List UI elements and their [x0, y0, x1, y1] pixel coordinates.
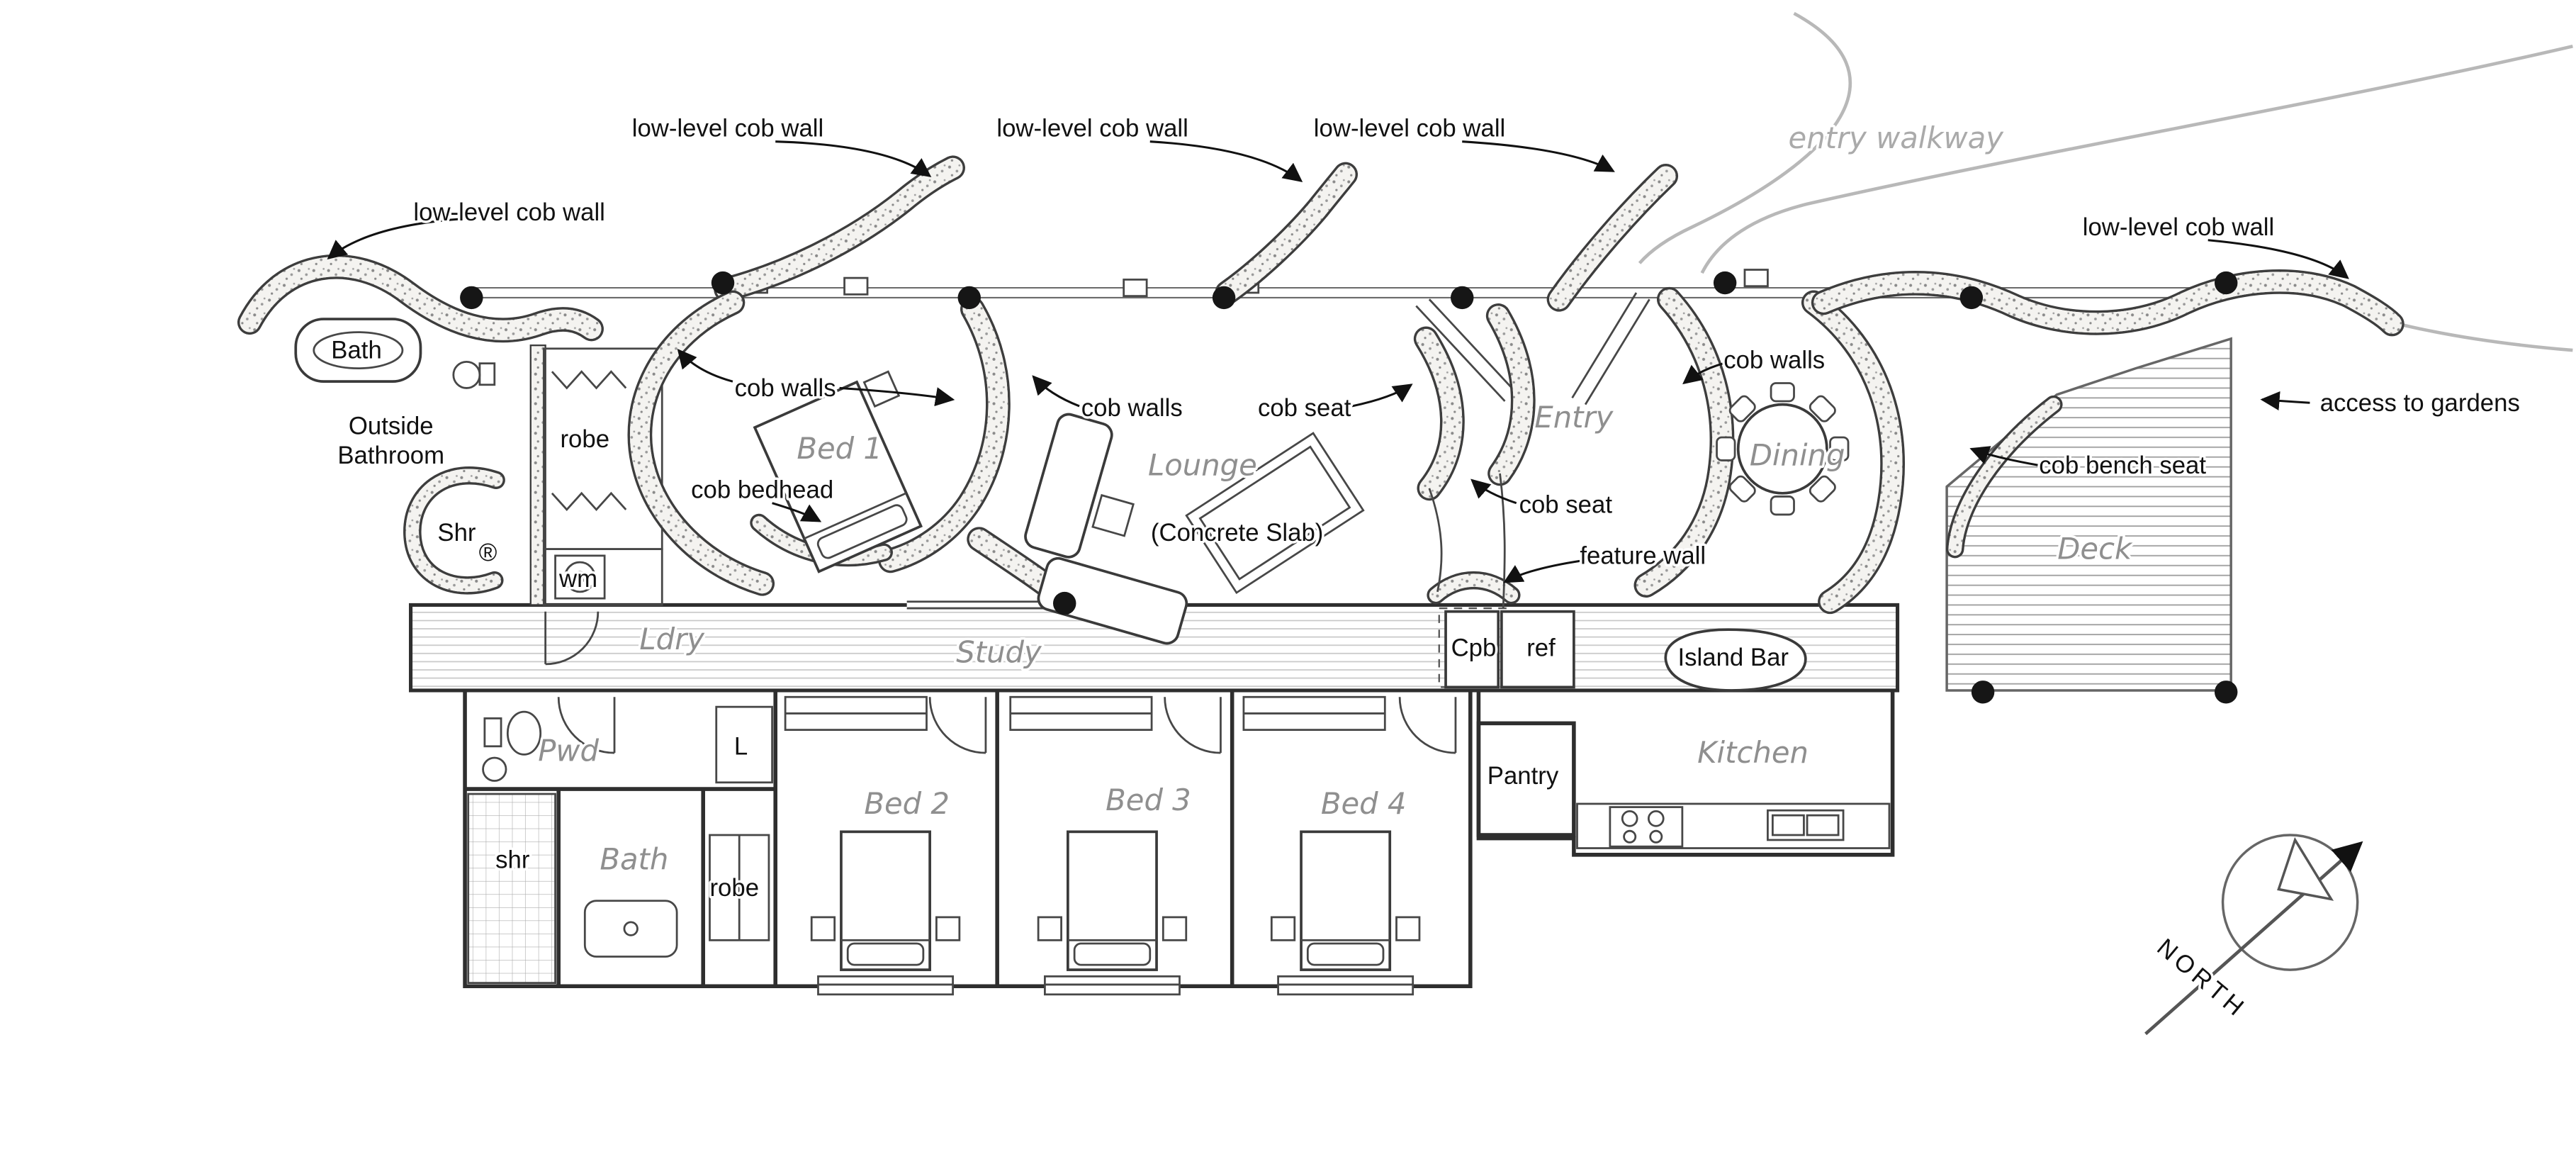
- label-deck: Deck: [2057, 532, 2133, 566]
- label-shower-reg: ®: [479, 539, 497, 566]
- lounge-rug: [1185, 432, 1365, 595]
- label-bath-2: Bath: [600, 842, 668, 877]
- fence-posts: [460, 271, 2238, 704]
- sink: [1767, 809, 1845, 841]
- labels: low-level cob wall low-level cob wall lo…: [329, 113, 2523, 904]
- outdoor-wc: [452, 360, 496, 389]
- main-wing: [409, 596, 1900, 693]
- label-outdoor-shower: Shr: [437, 520, 476, 547]
- label-shower-2: shr: [495, 846, 529, 873]
- label-cob-walls-bed1: cob walls: [735, 375, 836, 402]
- label-concrete-slab: (Concrete Slab): [1151, 520, 1323, 547]
- kitchen-wing: [1476, 628, 1895, 857]
- outdoor-bathtub: [294, 318, 422, 383]
- toilet: [482, 710, 542, 782]
- label-bed3: Bed 3: [1106, 783, 1191, 817]
- stove: [1609, 806, 1684, 848]
- label-linen: L: [734, 733, 748, 760]
- cupboard-box: [1444, 610, 1500, 689]
- label-bed2: Bed 2: [864, 786, 950, 821]
- linen-closet: [715, 705, 773, 784]
- label-cob-bedhead: cob bedhead: [691, 477, 833, 504]
- label-lounge: Lounge: [1148, 447, 1257, 482]
- label-entry: Entry: [1534, 400, 1614, 435]
- label-powder: Pwd: [538, 734, 599, 768]
- lounge-sofas: [1024, 413, 1188, 645]
- label-cob-walls-dining: cob walls: [1723, 347, 1825, 374]
- bedroom-windows: [817, 975, 1414, 996]
- label-outdoor-bath: Bath: [331, 337, 382, 364]
- label-entry-walkway: entry walkway: [1789, 121, 2005, 155]
- compass-circle: [2221, 834, 2359, 971]
- island-bar-bench: [1664, 628, 1807, 692]
- washing-machine: [554, 554, 606, 600]
- cob-wall-strip: [529, 344, 546, 606]
- label-cupboard: Cpb: [1451, 634, 1497, 661]
- bed-4: [1270, 830, 1421, 971]
- door-swings: [544, 611, 1457, 754]
- label-cob-bench-seat: cob bench seat: [2039, 452, 2206, 479]
- entry-walkway-path: [1638, 11, 2573, 352]
- dining-table: [1716, 382, 1850, 516]
- label-low-cob-wall-right: low-level cob wall: [2083, 214, 2275, 241]
- label-low-cob-wall-far-left: low-level cob wall: [413, 199, 605, 226]
- label-robe-2: robe: [709, 875, 759, 902]
- label-low-cob-wall-1: low-level cob wall: [632, 116, 824, 142]
- label-island-bar: Island Bar: [1677, 644, 1789, 671]
- label-bed1: Bed 1: [797, 431, 882, 466]
- bed-1: [753, 370, 923, 573]
- north-arrow: [2144, 841, 2363, 1036]
- label-bed4: Bed 4: [1321, 786, 1407, 821]
- label-outside-bathroom-1: Outside: [349, 413, 434, 439]
- label-study: Study: [956, 635, 1042, 670]
- bathtub-2: [583, 900, 678, 958]
- label-outside-bathroom-2: Bathroom: [337, 442, 444, 469]
- north-flag: [2277, 836, 2334, 901]
- bedroom-wing: [463, 690, 1473, 996]
- pantry-room: [1476, 721, 1576, 837]
- label-wm: wm: [558, 566, 597, 593]
- label-cob-seat-lounge: cob seat: [1258, 395, 1351, 422]
- label-robe-main: robe: [560, 426, 609, 453]
- leader-arrows: [327, 140, 2349, 583]
- label-dining: Dining: [1750, 437, 1845, 472]
- label-low-cob-wall-3: low-level cob wall: [1314, 116, 1506, 142]
- outside-bathroom-area: [294, 318, 663, 606]
- fridge-box: [1500, 610, 1575, 689]
- deck-area: [1945, 337, 2232, 692]
- bed-3: [1037, 830, 1188, 971]
- shower-tiles: [467, 793, 556, 985]
- label-fridge: ref: [1526, 634, 1556, 661]
- label-feature-wall: feature wall: [1580, 542, 1706, 569]
- laundry-nook: [542, 548, 663, 606]
- label-cob-walls-lounge: cob walls: [1081, 395, 1183, 422]
- cob-walls-group: [249, 168, 2392, 608]
- label-pantry: Pantry: [1487, 763, 1559, 790]
- label-laundry: Ldry: [639, 622, 705, 656]
- furniture: [753, 370, 1850, 645]
- deck-boards: [1945, 337, 2232, 692]
- label-kitchen: Kitchen: [1697, 735, 1809, 770]
- label-low-cob-wall-2: low-level cob wall: [996, 116, 1188, 142]
- label-cob-seat-entry: cob seat: [1519, 492, 1613, 519]
- bed-2: [810, 830, 961, 971]
- label-access-gardens: access to gardens: [2320, 390, 2520, 417]
